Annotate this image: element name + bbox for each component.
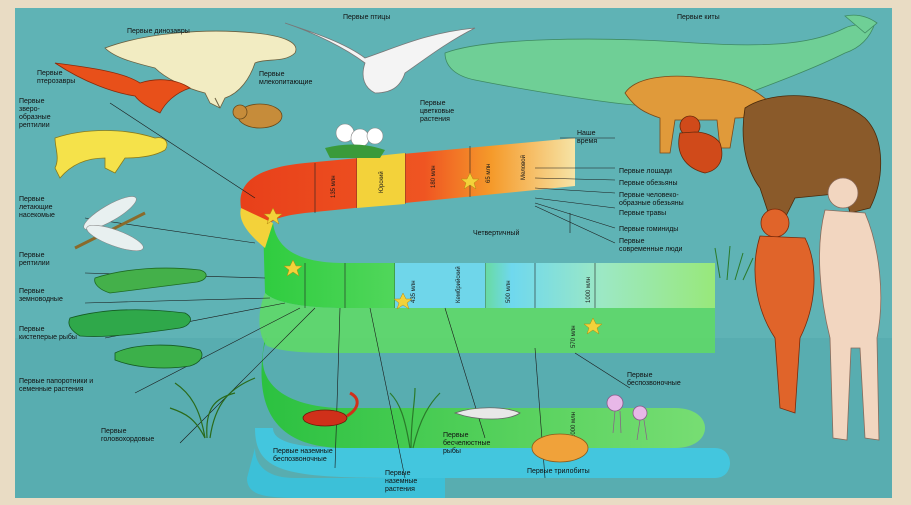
label-quaternary: Четвертичный: [473, 230, 519, 238]
label-first-grasses: Первые травы: [619, 210, 666, 218]
label-first-beast-like-reptiles: Первые зверо- образные рептилии: [19, 98, 51, 130]
band-label-500: 500 млн: [506, 280, 512, 303]
label-first-reptiles: Первые рептилии: [19, 252, 50, 268]
label-first-whales: Первые киты: [677, 14, 720, 22]
label-first-land-plants: Первые наземные растения: [385, 470, 417, 494]
label-first-apes: Первые человеко- образные обезьяны: [619, 192, 684, 208]
label-first-amphibians: Первые земноводные: [19, 288, 63, 304]
band-label-65: 65 млн: [486, 164, 492, 183]
label-first-dinosaurs: Первые динозавры: [127, 28, 190, 36]
label-first-lobe-finned-fish: Первые кистеперые рыбы: [19, 326, 77, 342]
band-label-cambrian: Кембрийский: [455, 266, 462, 303]
label-first-horses: Первые лошади: [619, 168, 672, 176]
band-label-135: 135 млн: [331, 175, 337, 198]
label-modern-humans: Первые современные люди: [619, 238, 682, 254]
label-first-invertebrates: Первые беспозвоночные: [627, 372, 681, 388]
label-first-land-invertebrates: Первые наземные беспозвоночные: [273, 448, 333, 464]
label-first-flying-insects: Первые летающие насекомые: [19, 196, 55, 220]
band-label-2000: 2000 млн: [571, 412, 577, 438]
label-first-mammals: Первые млекопитающие: [259, 71, 312, 87]
band-label-1000: 1000 млн: [586, 277, 592, 303]
band-label-jurassic: Юрский: [378, 171, 385, 193]
band-label-570: 570 млн: [571, 325, 577, 348]
label-first-flowering-plants: Первые цветковые растения: [420, 100, 454, 124]
band-label-435: 435 млн: [411, 280, 417, 303]
label-first-pterosaurs: Первые птерозавры: [37, 70, 75, 86]
evolution-spiral-diagram: 135 млн Юрский 180 млн 65 млн Меловой 10…: [15, 8, 892, 498]
band-label-180: 180 млн: [431, 165, 437, 188]
label-first-trilobites: Первые трилобиты: [527, 468, 590, 476]
label-first-hominids: Первые гоминиды: [619, 226, 678, 234]
band-label-cretaceous: Меловой: [520, 155, 527, 180]
label-our-time: Наше время: [577, 130, 597, 146]
label-first-ferns-seed-plants: Первые папоротники и семенные растения: [19, 378, 93, 394]
label-first-monkeys: Первые обезьяны: [619, 180, 678, 188]
label-first-jawless-fish: Первые бесчелюстные рыбы: [443, 432, 490, 456]
label-first-cephalochordates: Первые головохордовые: [101, 428, 154, 444]
diagram-canvas: 135 млн Юрский 180 млн 65 млн Меловой 10…: [15, 8, 892, 498]
trilobite-figure: [532, 434, 588, 462]
label-first-birds: Первые птицы: [343, 14, 390, 22]
